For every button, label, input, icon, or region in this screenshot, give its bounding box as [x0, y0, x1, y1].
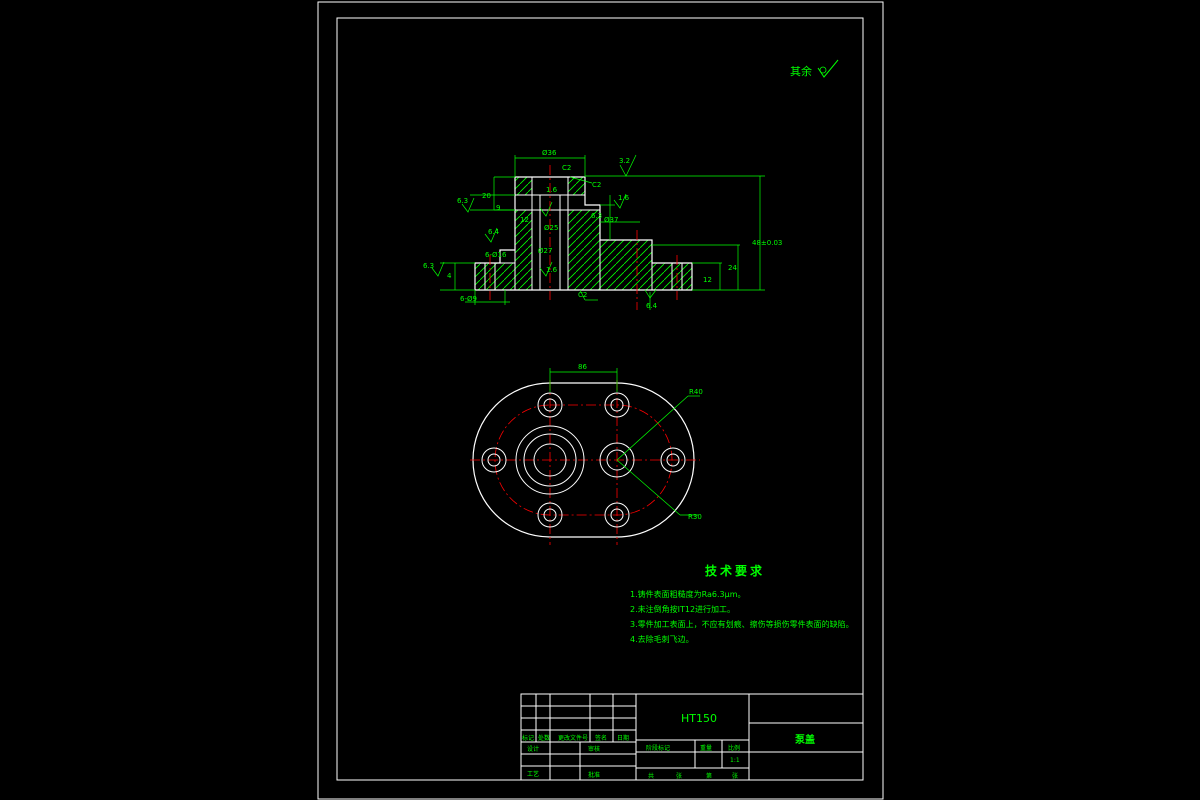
tb-col-mark: 标记: [522, 735, 535, 742]
dim-rough-top: 3.2: [619, 157, 630, 165]
tb-col-sign: 签名: [595, 735, 608, 742]
dim-pitch: 86: [578, 363, 587, 371]
dim-bore-top: Ø36: [542, 149, 557, 157]
dim-rough-left-top: 6.3: [457, 197, 468, 205]
dim-rough-right-mid: 6.3: [591, 212, 602, 220]
dim-chamfer-top: C2: [562, 164, 571, 172]
notes-title: 技术要求: [705, 564, 766, 578]
bore-lines: [484, 177, 683, 290]
tb-sheet-no: 第: [706, 773, 713, 780]
scale-value: 1:1: [730, 757, 740, 764]
dim-total: 48±0.03: [752, 239, 782, 247]
dim-r-outer: R40: [689, 388, 703, 396]
title-block: [520, 693, 864, 781]
tb-audit: 审核: [588, 746, 601, 753]
section-dim-lines: [431, 154, 765, 310]
tb-scale: 比例: [728, 745, 741, 752]
material-label: HT150: [681, 712, 717, 725]
section-outline: [474, 176, 693, 291]
dim-rough-bore2: 1.6: [546, 266, 558, 274]
roughness-rest-symbol: 其余: [790, 59, 839, 78]
dim-chamfer-bottom: C2: [578, 291, 587, 299]
tb-col-date: 日期: [617, 735, 630, 742]
notes-item-2: 2.未注倒角按IT12进行加工。: [630, 605, 736, 614]
roughness-rest-label: 其余: [790, 64, 812, 78]
dim-depth1: 20: [482, 192, 491, 200]
dim-r-inner: R30: [688, 513, 702, 521]
inner-border: [336, 17, 864, 781]
tb-design: 设计: [527, 746, 540, 753]
plan-dim-lines: [549, 368, 700, 516]
tb-col-count: 处数: [538, 735, 551, 742]
dim-holes-note2: 6-Ø9: [460, 295, 477, 303]
tb-process: 工艺: [527, 771, 540, 778]
outer-border: [317, 1, 884, 800]
dim-rough-bore: 1.6: [546, 186, 558, 194]
dim-rough-left-mid: 6.4: [488, 228, 500, 236]
dim-depth2: 9: [496, 204, 500, 212]
plan-view: 86 R40 R30: [470, 363, 703, 545]
tb-stage: 阶段标记: [646, 745, 671, 752]
dim-right1: 24: [728, 264, 737, 272]
dim-small3: 1.6: [618, 194, 630, 202]
tb-weight: 重量: [700, 745, 713, 752]
tb-sheets1: 张: [676, 773, 683, 780]
dim-small2: 12: [520, 216, 529, 224]
plan-bosses: [515, 425, 635, 495]
tb-sheets2: 张: [732, 773, 739, 780]
dim-small1: 4: [447, 272, 452, 280]
plan-centerlines: [470, 380, 700, 545]
part-name: 泵盖: [795, 735, 815, 746]
tb-col-docnum: 更改文件号: [558, 735, 589, 742]
dim-rough-left-low: 6.3: [423, 262, 434, 270]
section-view: Ø36 C2 C2 C2 3.2 6.3 6.4 6.3 6.3 6.4 1.6…: [423, 149, 782, 310]
tb-approve: 批准: [588, 772, 601, 779]
notes-item-1: 1.铸件表面粗糙度为Ra6.3μm。: [630, 590, 746, 599]
notes-item-4: 4.去除毛刺飞边。: [630, 635, 694, 644]
dim-bore-low: Ø27: [538, 247, 552, 255]
technical-requirements: 技术要求 1.铸件表面粗糙度为Ra6.3μm。 2.未注倒角按IT12进行加工。…: [630, 562, 870, 647]
notes-item-3: 3.零件加工表面上，不应有划痕、擦伤等损伤零件表面的缺陷。: [630, 620, 854, 629]
dim-holes-note: 6-Ø16: [485, 251, 507, 259]
section-centerlines: [489, 165, 678, 310]
section-hatch: [474, 176, 693, 291]
tb-total: 共: [648, 773, 655, 780]
plan-bolt-holes: [481, 392, 686, 528]
dim-chamfer-right: C2: [592, 181, 601, 189]
dim-bore-mid: Ø25: [544, 224, 558, 232]
dim-rough-right-low: 6.4: [646, 302, 658, 310]
plan-dim-text: 86 R40 R30: [578, 363, 703, 521]
section-dim-text: Ø36 C2 C2 C2 3.2 6.3 6.4 6.3 6.3 6.4 1.6…: [423, 149, 782, 310]
dim-bore-right: Ø37: [604, 216, 618, 224]
dim-flange: 12: [703, 276, 712, 284]
